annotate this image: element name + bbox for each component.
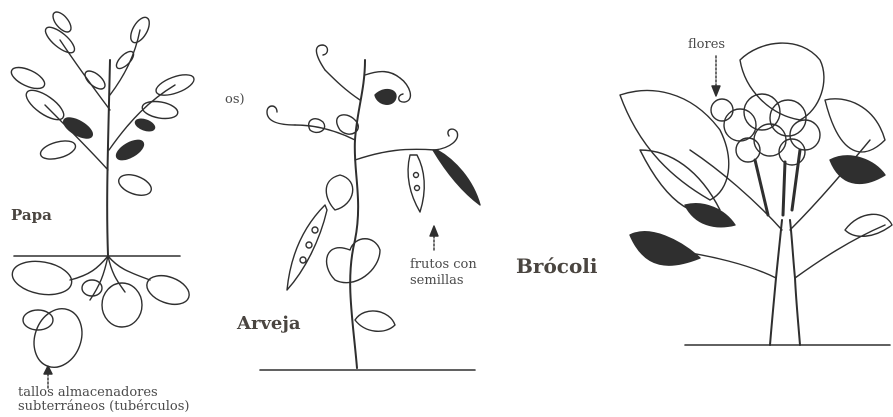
potato-panel: Papa tallos almacenadores subterráneos (… — [0, 0, 205, 417]
cropped-text-fragment: os) — [225, 93, 245, 107]
broccoli-panel: Brócoli flores — [500, 0, 893, 417]
potato-label: Papa — [11, 206, 52, 224]
pea-annotation-line1: frutos con — [410, 258, 477, 272]
broccoli-annotation: flores — [688, 38, 725, 52]
pea-plant-illustration — [205, 0, 500, 417]
broccoli-plant-illustration — [500, 0, 893, 417]
broccoli-label: Brócoli — [516, 254, 598, 278]
potato-annotation-line2: subterráneos (tubérculos) — [18, 400, 189, 414]
pea-annotation-line2: semillas — [410, 274, 464, 288]
pea-label: Arveja — [237, 313, 301, 334]
pea-panel: Arveja frutos con semillas os) — [205, 0, 500, 417]
potato-annotation-line1: tallos almacenadores — [18, 386, 158, 400]
